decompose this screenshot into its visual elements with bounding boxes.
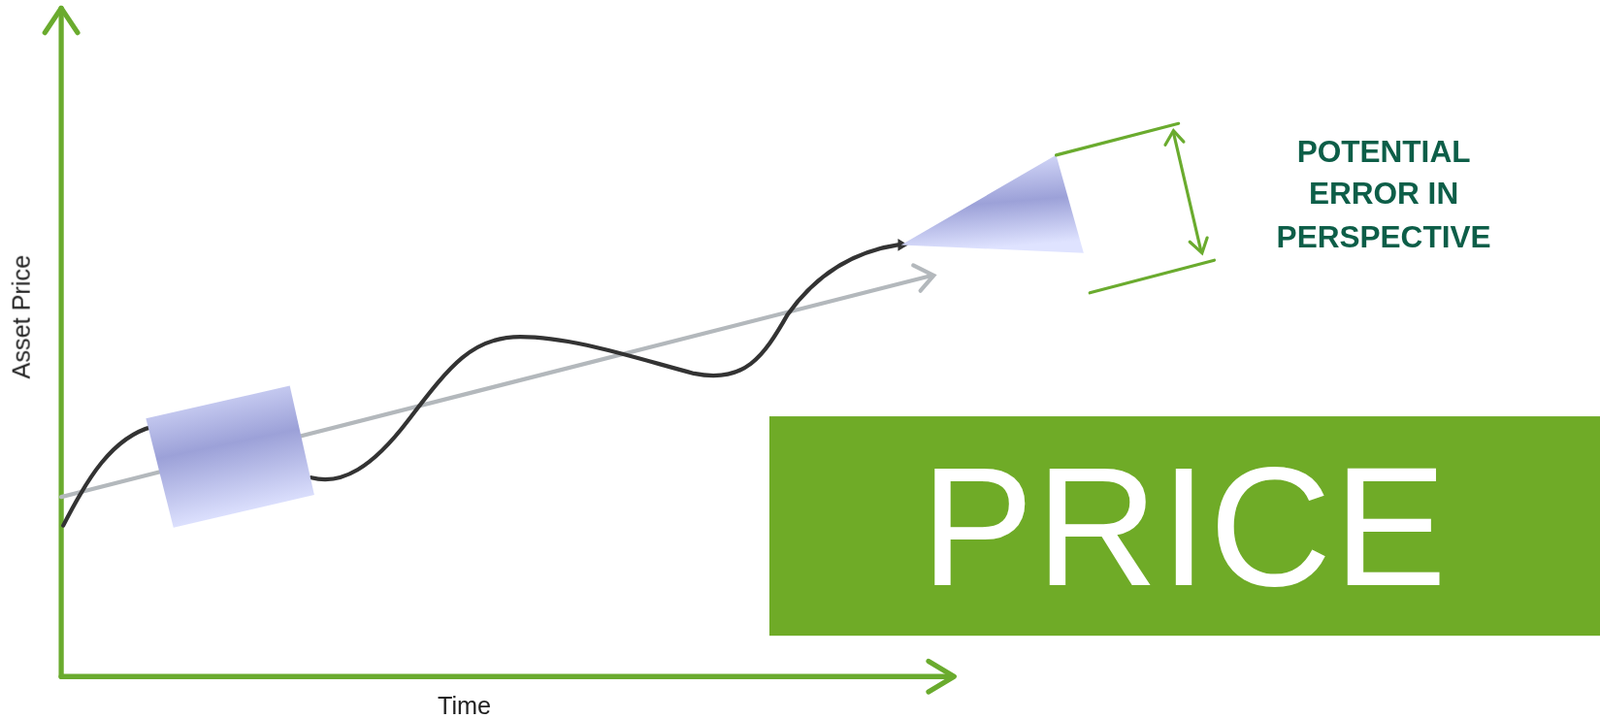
callout-text: POTENTIAL ERROR IN PERSPECTIVE bbox=[1266, 130, 1502, 259]
uncertainty-band bbox=[145, 386, 315, 528]
error-bracket bbox=[1055, 123, 1214, 294]
axis-label: Time bbox=[402, 687, 525, 719]
box-title: PRICE bbox=[920, 441, 1449, 612]
price-box: PRICE bbox=[769, 416, 1600, 636]
uncertainty-cone bbox=[901, 155, 1084, 254]
axis-label: Asset Price bbox=[4, 214, 39, 419]
